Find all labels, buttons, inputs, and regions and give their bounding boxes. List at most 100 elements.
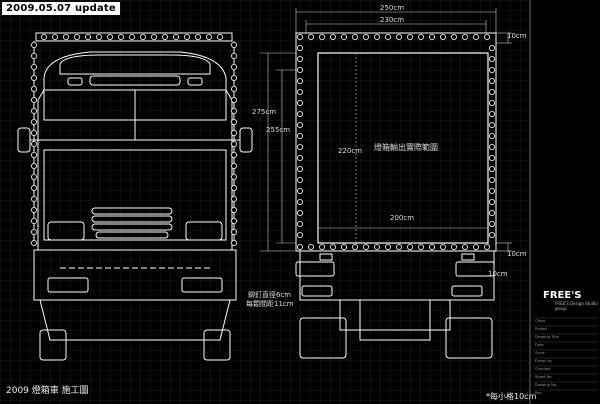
title-block-field: Rev xyxy=(535,391,542,395)
rivet xyxy=(318,34,325,41)
rivet xyxy=(488,132,495,139)
rivet xyxy=(439,34,446,41)
front-grille xyxy=(91,207,173,239)
rivet xyxy=(296,100,303,107)
rivet xyxy=(329,243,336,250)
rivet xyxy=(30,119,37,126)
rivet xyxy=(216,34,223,41)
rivet xyxy=(230,228,237,235)
rivet xyxy=(296,143,303,150)
rivet xyxy=(296,209,303,216)
title-block-field: Client xyxy=(535,319,546,323)
rivet xyxy=(30,228,37,235)
rivet xyxy=(307,243,314,250)
rivet xyxy=(30,53,37,60)
grid-background xyxy=(0,0,530,404)
rivet xyxy=(395,243,402,250)
rivet xyxy=(30,97,37,104)
dim-print-height: 220cm xyxy=(338,147,363,155)
rivet xyxy=(351,243,358,250)
rivet xyxy=(30,86,37,93)
rivet xyxy=(488,209,495,216)
rivet xyxy=(483,34,490,41)
rivet xyxy=(488,111,495,118)
rivet xyxy=(488,198,495,205)
rivet xyxy=(488,67,495,74)
rivet xyxy=(183,34,190,41)
rivet xyxy=(205,34,212,41)
rivet xyxy=(118,34,125,41)
rivet xyxy=(230,217,237,224)
rivet xyxy=(461,34,468,41)
rivet xyxy=(296,111,303,118)
title-block-bg xyxy=(530,0,600,404)
rivet xyxy=(488,143,495,150)
dim-margin-bottom: 10cm xyxy=(507,250,527,258)
rivet xyxy=(488,56,495,63)
rivet xyxy=(296,89,303,96)
dim-height-inner: 255cm xyxy=(266,126,291,134)
rivet xyxy=(488,220,495,227)
title-block-field: Project xyxy=(535,327,548,331)
rivet xyxy=(384,34,391,41)
rivet xyxy=(296,187,303,194)
front-right-wheel xyxy=(203,329,231,361)
rivet xyxy=(230,162,237,169)
rivet xyxy=(296,45,303,52)
title-block-lines xyxy=(533,317,598,391)
front-left-wheel xyxy=(39,329,67,361)
brand-logo-sub: FREE'S Design Studio group xyxy=(555,301,598,311)
rivet xyxy=(150,34,157,41)
left-headlight xyxy=(47,221,85,241)
rivet xyxy=(384,243,391,250)
rivet xyxy=(230,173,237,180)
title-block-field: Date xyxy=(535,343,544,347)
back-view xyxy=(295,32,497,359)
update-badge: 2009.05.07 update xyxy=(2,2,120,15)
rivet xyxy=(230,184,237,191)
print-area xyxy=(317,52,489,244)
rivet xyxy=(307,34,314,41)
rivet xyxy=(230,140,237,147)
rivet xyxy=(30,64,37,71)
title-block-field: Drawing Title xyxy=(535,335,559,339)
rivet xyxy=(406,243,413,250)
rivet xyxy=(74,34,81,41)
rivet xyxy=(230,64,237,71)
rivet xyxy=(30,206,37,213)
rivet xyxy=(488,231,495,238)
dim-inner-width: 230cm xyxy=(380,16,405,24)
rivet xyxy=(296,56,303,63)
title-block-field: Checked xyxy=(535,367,551,371)
rivet xyxy=(296,132,303,139)
rivet xyxy=(41,34,48,41)
rivet xyxy=(96,34,103,41)
front-bumper xyxy=(33,249,237,301)
rivet xyxy=(417,243,424,250)
title-block-field: Scale xyxy=(535,351,545,355)
rivet xyxy=(296,165,303,172)
rivet xyxy=(318,243,325,250)
rivet xyxy=(30,108,37,115)
dim-height-outer: 275cm xyxy=(252,108,277,116)
rivet xyxy=(296,176,303,183)
rivet xyxy=(230,42,237,49)
dim-margin-top: 10cm xyxy=(507,32,527,40)
rivet xyxy=(488,45,495,52)
rivet xyxy=(450,34,457,41)
rivet xyxy=(488,100,495,107)
rivet xyxy=(230,239,237,246)
rivet xyxy=(488,78,495,85)
rivet xyxy=(172,34,179,41)
print-area-label: 燈箱輸出實際範圍 xyxy=(374,143,438,152)
rivet xyxy=(472,243,479,250)
rivet xyxy=(194,34,201,41)
rivet xyxy=(428,34,435,41)
dimension-lines xyxy=(260,8,512,252)
rivet xyxy=(85,34,92,41)
rivet xyxy=(107,34,114,41)
rivet xyxy=(450,243,457,250)
rear-left-wheel xyxy=(299,317,347,359)
rivet xyxy=(488,154,495,161)
